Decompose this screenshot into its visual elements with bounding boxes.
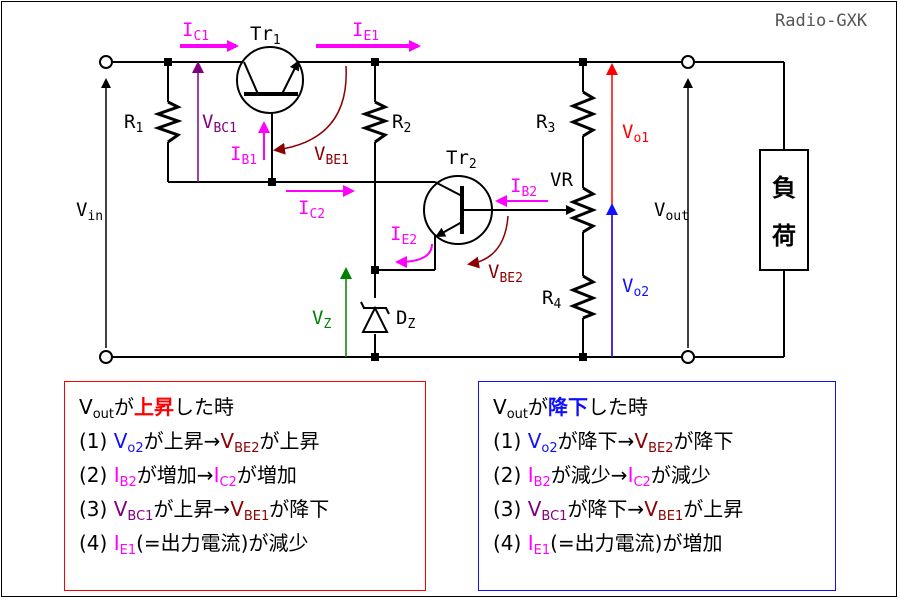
vbe2-arrow bbox=[467, 215, 509, 269]
ib1-label: IB1 bbox=[230, 143, 257, 168]
vr-label: VR bbox=[550, 169, 573, 191]
vout-fall-box: Voutが降下した時 (1) Vo2が降下→VBE2が降下 (2) IB2が減少… bbox=[478, 381, 836, 591]
dz-label: DZ bbox=[396, 307, 415, 332]
fall-step-1: (1) Vo2が降下→VBE2が降下 bbox=[493, 429, 734, 456]
resistor-r3 bbox=[568, 90, 598, 138]
vbe2-label: VBE2 bbox=[488, 261, 523, 286]
resistor-r4 bbox=[568, 274, 598, 320]
resistor-r1 bbox=[153, 100, 183, 144]
r2-label: R2 bbox=[392, 111, 411, 136]
ie2-arrow bbox=[395, 243, 433, 268]
vbe1-arrow bbox=[273, 65, 347, 155]
rise-step-1: (1) Vo2が上昇→VBE2が上昇 bbox=[79, 429, 320, 456]
vout-rise-box: Voutが上昇した時 (1) Vo2が上昇→VBE2が上昇 (2) IB2が増加… bbox=[64, 381, 426, 591]
rise-box-title: Voutが上昇した時 bbox=[79, 395, 234, 422]
vout-label: Vout bbox=[654, 199, 689, 224]
rise-step-2: (2) IB2が増加→IC2が増加 bbox=[79, 463, 297, 490]
fall-step-2: (2) IB2が減少→IC2が減少 bbox=[493, 463, 711, 490]
load-label-1: 負 bbox=[772, 174, 796, 202]
ic2-label: IC2 bbox=[298, 197, 325, 222]
resistor-vr bbox=[568, 186, 598, 234]
ie2-label: IE2 bbox=[390, 223, 417, 248]
vbc1-label: VBC1 bbox=[202, 111, 237, 136]
zener-diode-dz bbox=[360, 301, 390, 333]
fall-step-4: (4) IE1(=出力電流)が増加 bbox=[493, 531, 723, 558]
tr1-label: Tr1 bbox=[250, 23, 281, 48]
fall-step-3: (3) VBC1が降下→VBE1が上昇 bbox=[493, 497, 744, 524]
rise-step-3: (3) VBC1が上昇→VBE1が降下 bbox=[79, 497, 330, 524]
load-label-2: 荷 bbox=[772, 222, 796, 250]
ic1-label: IC1 bbox=[182, 19, 209, 44]
vbe1-label: VBE1 bbox=[314, 143, 349, 168]
load-box bbox=[759, 149, 809, 271]
vin-label: Vin bbox=[76, 199, 103, 224]
watermark: Radio-GXK bbox=[775, 11, 868, 31]
r1-label: R1 bbox=[124, 111, 143, 136]
vz-label: VZ bbox=[312, 307, 331, 332]
wiring bbox=[112, 61, 785, 358]
transistor-tr2 bbox=[423, 175, 493, 245]
ie1-label: IE1 bbox=[352, 19, 379, 44]
r4-label: R4 bbox=[542, 287, 561, 312]
junction-dots bbox=[164, 58, 587, 361]
transistor-tr1 bbox=[236, 46, 304, 114]
resistor-r2 bbox=[360, 100, 390, 144]
terminals bbox=[99, 55, 695, 364]
vo1-label: Vo1 bbox=[622, 121, 649, 146]
ib2-label: IB2 bbox=[510, 175, 537, 200]
fall-box-title: Voutが降下した時 bbox=[493, 395, 648, 422]
tr2-label: Tr2 bbox=[446, 147, 477, 172]
r3-label: R3 bbox=[536, 111, 555, 136]
rise-step-4: (4) IE1(=出力電流)が減少 bbox=[79, 531, 309, 558]
vo2-label: Vo2 bbox=[622, 275, 649, 300]
